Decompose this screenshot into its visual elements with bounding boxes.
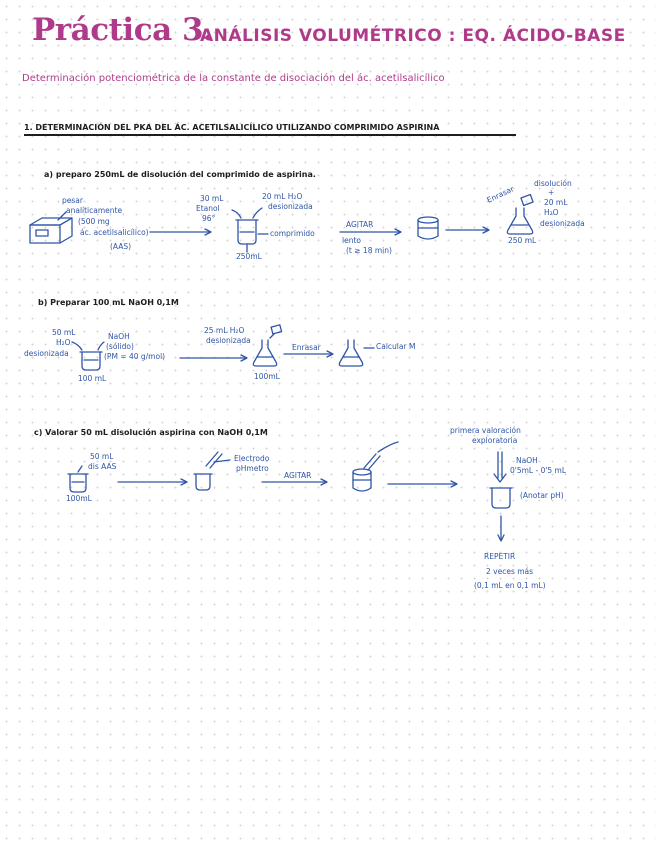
agua-b-label-1: 50 mL (52, 328, 76, 337)
pesar-label-1: pesar (62, 196, 83, 205)
agua-a-label-1: 20 mL H₂O (262, 192, 303, 201)
repetir-label-1: REPETIR (484, 552, 516, 561)
page-title-topic: ANÁLISIS VOLUMÉTRICO : EQ. ÁCIDO-BASE (200, 26, 626, 46)
pesar-label-5: (AAS) (110, 242, 132, 251)
comprimido-label: comprimido (270, 229, 315, 238)
agua-b2-label-2: desionizada (206, 336, 251, 345)
electrodo-label-1: Electrodo (234, 454, 270, 463)
arrow-c3 (387, 480, 458, 488)
pesar-label-2: analíticamente (66, 206, 123, 215)
arrow-c2 (261, 478, 328, 486)
naoh-b-label-2: (sólido) (106, 342, 134, 351)
arrow-a1 (149, 228, 212, 236)
page-subtitle: Determinación potenciométrica de la cons… (22, 73, 445, 84)
disolucion-label-1: disolución (534, 179, 572, 188)
lento-label: lento (342, 236, 361, 245)
dis-label-1: 50 mL (90, 452, 114, 461)
anotar-label: (Anotar pH) (520, 491, 564, 500)
enrasar-b-label: Enrasar (292, 343, 321, 352)
agitar-c-label: AGITAR (284, 471, 312, 480)
flask-a-icon (506, 193, 534, 235)
naoh-b-label-1: NaOH (108, 332, 130, 341)
beaker-b-volume: 100 mL (78, 374, 107, 383)
arrow-c4 (497, 515, 505, 542)
arrow-a2 (339, 228, 402, 236)
naoh-c-label-2: 0'5mL - 0'5 mL (510, 466, 567, 475)
disolucion-label-2: + (548, 188, 555, 197)
beaker-c1-icon (67, 465, 89, 493)
agua-a-label-2: desionizada (268, 202, 313, 211)
part-a-heading: a) preparo 250mL de disolución del compr… (44, 170, 316, 179)
beaker-c3-icon (352, 441, 399, 492)
agua-b2-label-1: 25 mL H₂O (204, 326, 245, 335)
part-c-heading: c) Valorar 50 mL disolución aspirina con… (34, 428, 268, 437)
arrow-b1 (179, 354, 248, 362)
naoh-b-label-3: (PM = 40 g/mol) (104, 352, 166, 361)
flask-b1-icon (252, 324, 283, 367)
pesar-label-3: (500 mg (78, 217, 110, 226)
container-a-icon (417, 216, 439, 240)
tiempo-label: (t ≥ 18 min) (346, 246, 392, 255)
arrow-c1 (117, 478, 188, 486)
balance-icon (29, 211, 73, 244)
agua-b-label-2: H₂O (56, 338, 71, 347)
dis-label-2: dis AAS (88, 462, 117, 471)
etanol-label-3: 96° (202, 214, 216, 223)
beaker-c2-icon (193, 451, 231, 491)
flask-b2-icon (338, 339, 375, 367)
beaker-a-volume: 250mL (236, 252, 262, 261)
page-title: Práctica 3. (32, 12, 214, 48)
etanol-label-1: 30 mL (200, 194, 224, 203)
burette-arrow (493, 451, 507, 483)
primera-label-1: primera valoración (450, 426, 521, 435)
primera-label-2: exploratoria (472, 436, 518, 445)
naoh-c-label-1: NaOH (516, 456, 538, 465)
section-heading: 1. DETERMINACIÓN DEL PKA DEL ÁC. ACETILS… (24, 123, 440, 132)
repetir-label-2: 2 veces más (486, 567, 534, 576)
calcular-label: Calcular M (376, 342, 416, 351)
flask-a-volume: 250 mL (508, 236, 537, 245)
disolucion-label-5: desionizada (540, 219, 585, 228)
disolucion-label-3: 20 mL (544, 198, 568, 207)
disolucion-label-4: H₂O (544, 208, 559, 217)
agitar-a-label: AGITAR (346, 220, 374, 229)
section-underline (24, 134, 516, 136)
beaker-c4-icon (489, 487, 513, 509)
arrow-a3 (445, 226, 490, 234)
arrow-b2 (283, 350, 334, 358)
part-b-heading: b) Preparar 100 mL NaOH 0,1M (38, 298, 179, 307)
etanol-label-2: Etanol (196, 204, 220, 213)
agua-b-label-3: desionizada (24, 349, 69, 358)
beaker-b-icon (71, 341, 105, 371)
pesar-label-4: ác. acetilsalicílico) (80, 228, 149, 237)
electrodo-label-2: pHmetro (236, 464, 269, 473)
repetir-label-3: (0,1 mL en 0,1 mL) (474, 581, 546, 590)
beaker-a-icon (231, 207, 269, 253)
flask-b-volume: 100mL (254, 372, 280, 381)
beaker-c-volume: 100mL (66, 494, 92, 503)
